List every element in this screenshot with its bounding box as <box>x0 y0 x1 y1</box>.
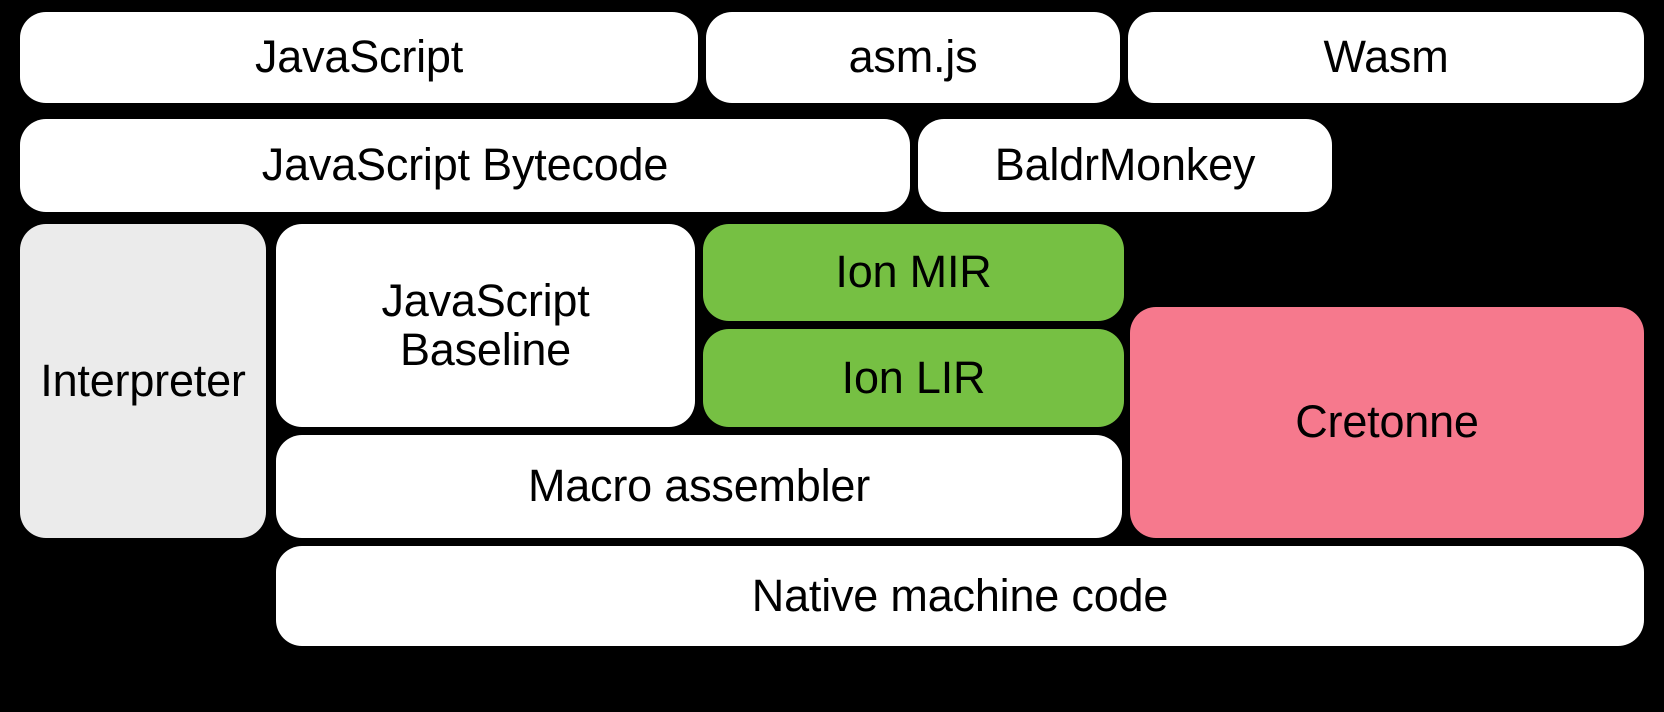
node-javascript[interactable]: JavaScript <box>20 12 698 103</box>
node-label: Ion MIR <box>835 246 992 298</box>
node-label: Cretonne <box>1295 396 1479 448</box>
node-wasm[interactable]: Wasm <box>1128 12 1644 103</box>
node-interpreter[interactable]: Interpreter <box>20 224 266 538</box>
node-asm-js[interactable]: asm.js <box>706 12 1120 103</box>
node-native-machine-code[interactable]: Native machine code <box>276 546 1644 646</box>
node-label: Wasm <box>1323 31 1449 83</box>
node-label: JavaScript Bytecode <box>261 139 669 191</box>
node-javascript-baseline[interactable]: JavaScript Baseline <box>276 224 695 427</box>
node-label: Interpreter <box>40 354 246 406</box>
node-label: Ion LIR <box>841 351 986 403</box>
node-cretonne[interactable]: Cretonne <box>1130 307 1644 538</box>
node-label: JavaScript Baseline <box>381 274 590 375</box>
node-javascript-bytecode[interactable]: JavaScript Bytecode <box>20 119 910 212</box>
node-label: Native machine code <box>751 569 1169 621</box>
node-label: asm.js <box>848 31 978 83</box>
node-label: JavaScript <box>254 31 464 83</box>
node-label: Macro assembler <box>527 460 871 512</box>
node-baldrmonkey[interactable]: BaldrMonkey <box>918 119 1332 212</box>
node-ion-lir[interactable]: Ion LIR <box>703 329 1124 427</box>
node-ion-mir[interactable]: Ion MIR <box>703 224 1124 321</box>
node-label: BaldrMonkey <box>994 139 1256 191</box>
node-macro-assembler[interactable]: Macro assembler <box>276 435 1122 538</box>
